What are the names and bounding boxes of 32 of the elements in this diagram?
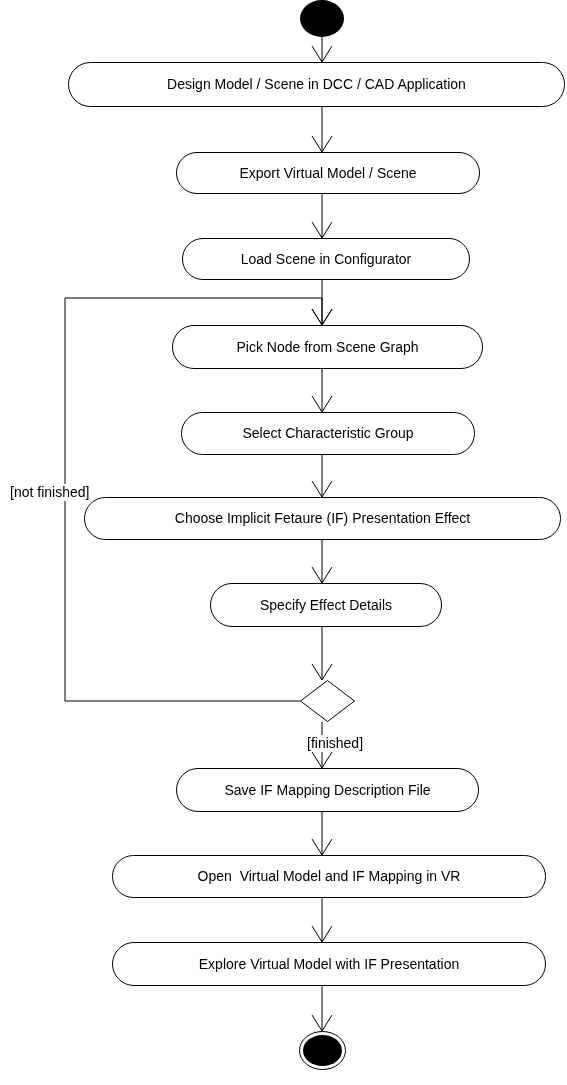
- activity-box: [68, 62, 565, 107]
- arrow: [311, 454, 333, 498]
- activity-label: Open Virtual Model and IF Mapping in VR: [197, 868, 461, 885]
- activity-label: Choose Implicit Fetaure (IF) Presentation Effect: [174, 510, 471, 527]
- activity-label: Pick Node from Scene Graph: [236, 338, 419, 356]
- activity-box: [112, 855, 546, 898]
- arrow: [64, 297, 333, 702]
- activity-label: Load Scene in Configurator: [240, 250, 412, 268]
- activity-label: Save IF Mapping Description File: [224, 781, 431, 799]
- activity-label: Explore Virtual Model with IF Presentation: [198, 955, 460, 973]
- guard-label: [not finished]: [10, 484, 90, 501]
- activity-label: Select Characteristic Group: [242, 425, 414, 442]
- arrow: [311, 539, 333, 584]
- arrow: [311, 193, 333, 239]
- activity-box: [112, 942, 546, 986]
- activity-box: [172, 325, 483, 369]
- arrow: [311, 985, 333, 1032]
- activity-box: [181, 412, 475, 455]
- arrow: [311, 811, 333, 856]
- arrow: [311, 897, 333, 943]
- activity-label: Specify Effect Details: [260, 596, 392, 614]
- arrow: [311, 626, 333, 681]
- activity-label: Design Model / Scene in DCC / CAD Application: [167, 76, 466, 93]
- activity-box: [176, 152, 480, 194]
- arrow: [311, 106, 333, 153]
- guard-label: [finished]: [307, 735, 364, 752]
- arrow: [311, 368, 333, 413]
- activity-label: Export Virtual Model / Scene: [239, 164, 417, 182]
- arrow: [311, 36, 333, 63]
- activity-box: [176, 768, 479, 812]
- activity-box: [210, 583, 442, 627]
- activity-box: [182, 238, 470, 280]
